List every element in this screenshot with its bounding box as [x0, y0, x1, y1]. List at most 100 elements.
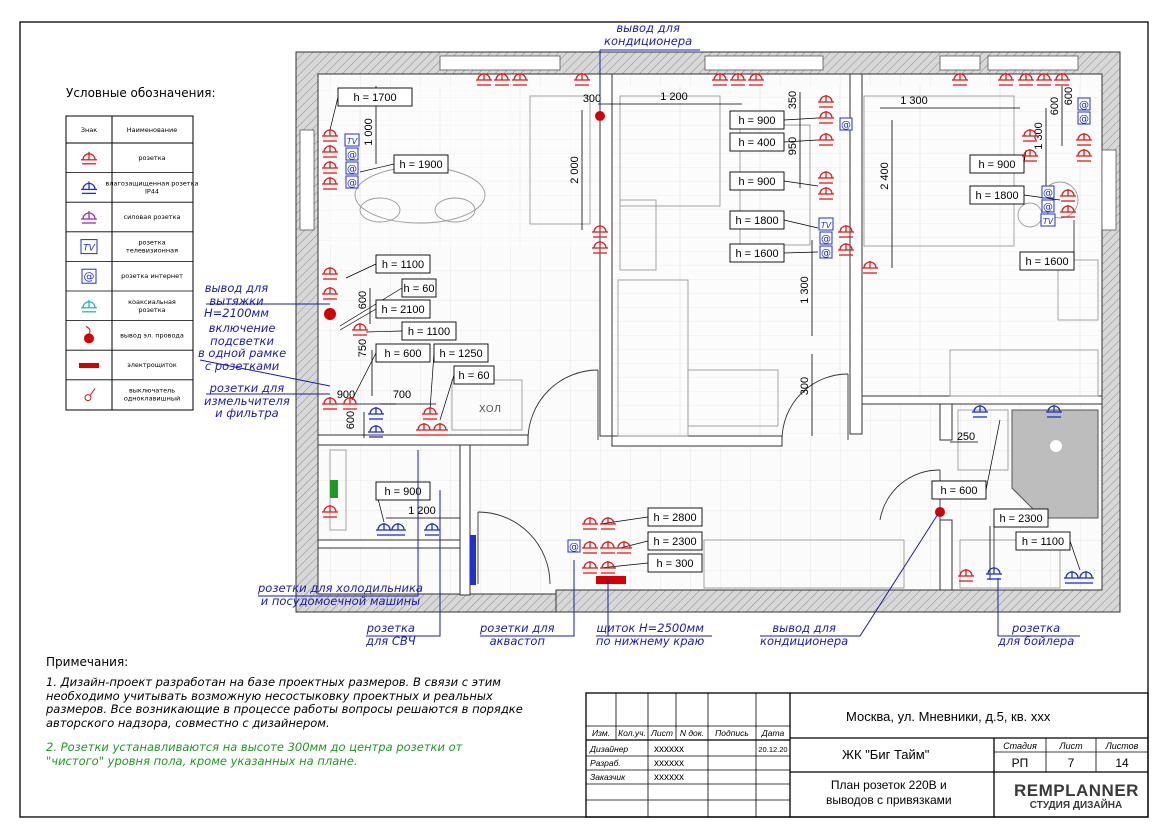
dimension-value: 950	[787, 137, 799, 155]
legend-item-name: электрощиток	[127, 361, 177, 369]
dimension-value: 600	[1049, 97, 1061, 115]
tb-date: 20.12.20	[758, 745, 787, 754]
tb-header: Подпись	[715, 728, 749, 738]
height-label: h = 600	[931, 480, 987, 500]
legend-item-name: вывод эл. провода	[120, 331, 184, 339]
height-label: h = 2800	[647, 507, 703, 527]
legend-item-name: розетка интернет	[121, 272, 183, 280]
callout-label: вывод для вытяжки H=2100мм	[204, 281, 269, 320]
tb-sheet-value: 7	[1068, 756, 1075, 770]
logo: REMPLANNER СТУДИЯ ДИЗАЙНА	[1014, 781, 1138, 811]
dimension-value: 350	[787, 91, 799, 109]
legend-col-sign: Знак	[81, 126, 97, 134]
electrical-panel-icon	[79, 363, 99, 368]
tb-header: Изм.	[592, 728, 610, 738]
svg-text:h = 1700: h = 1700	[353, 92, 396, 104]
floor-plan: ХОЛ h = 1700 h = 1900 h = 1100 h = 60 h = 21…	[199, 49, 1121, 637]
svg-text:h = 2800: h = 2800	[653, 512, 696, 524]
dimension-value: 1 300	[799, 276, 811, 304]
height-label: h = 1250	[433, 343, 489, 363]
height-label: h = 900	[729, 171, 785, 191]
svg-text:h = 1100: h = 1100	[382, 259, 424, 271]
height-label: h = 1100	[401, 321, 457, 341]
hood-outlet-icon	[324, 308, 336, 320]
svg-text:h = 1100: h = 1100	[408, 326, 450, 338]
logo-subtitle: СТУДИЯ ДИЗАЙНА	[1029, 800, 1123, 811]
title-block	[585, 692, 1149, 818]
dimension-value: 250	[957, 431, 975, 443]
height-label: h = 60	[453, 365, 495, 385]
svg-text:h = 1100: h = 1100	[1022, 536, 1064, 548]
height-label: h = 60	[401, 278, 437, 298]
callout-leaders	[199, 49, 1080, 637]
dimension-value: 1 200	[408, 505, 436, 517]
svg-text:h = 1800: h = 1800	[975, 190, 1018, 202]
height-label: h = 900	[969, 154, 1025, 174]
tb-header: Лист	[650, 728, 673, 738]
tb-name: хххххх	[654, 772, 684, 783]
svg-text:h = 1900: h = 1900	[399, 159, 442, 171]
dimension-value: 600	[357, 291, 369, 309]
tb-header: N док.	[680, 728, 704, 738]
legend-col-name: Наименование	[127, 126, 178, 134]
svg-text:h = 60: h = 60	[459, 370, 490, 382]
height-label: h = 1600	[729, 243, 785, 263]
tb-stage-value: РП	[1012, 756, 1029, 770]
callout-label: вывод для кондиционера	[604, 21, 693, 48]
svg-text:h = 600: h = 600	[384, 348, 421, 360]
coaxial-socket-icon	[81, 299, 97, 313]
tb-role: Дизайнер	[589, 744, 628, 754]
callout-label: розетки для измельчителя и фильтра	[204, 381, 290, 420]
tb-role: Разраб.	[590, 758, 621, 768]
svg-text:h = 300: h = 300	[656, 558, 693, 570]
dimension-value: 300	[799, 377, 811, 395]
svg-text:h = 1250: h = 1250	[439, 348, 482, 360]
ac-outlet-icon	[595, 111, 605, 121]
tb-sheets-value: 14	[1115, 756, 1129, 770]
notes-title: Примечания:	[46, 655, 129, 669]
height-label: h = 400	[729, 132, 785, 152]
dimension-value: 2 000	[569, 156, 581, 184]
tb-sheet-label: Лист	[1058, 741, 1083, 751]
room-label-hall: ХОЛ	[479, 404, 501, 415]
svg-text:h = 900: h = 900	[978, 159, 1015, 171]
note-1: 1. Дизайн-проект разработан на базе прое…	[46, 675, 523, 730]
svg-text:h = 2300: h = 2300	[999, 513, 1042, 525]
tb-sheets-label: Листов	[1105, 741, 1139, 751]
height-label: h = 1600	[1019, 251, 1075, 271]
height-label: h = 300	[647, 553, 703, 573]
svg-text:@: @	[84, 270, 95, 283]
socket-icon	[81, 151, 97, 165]
tb-header: Кол.уч.	[618, 728, 646, 738]
svg-text:h = 900: h = 900	[738, 176, 775, 188]
tb-name: хххххх	[654, 744, 684, 755]
callout-label: розетки для аквастоп	[480, 621, 555, 648]
dimension-value: 1 300	[900, 95, 928, 107]
dimension-value: 2 400	[879, 162, 891, 190]
svg-text:h = 1600: h = 1600	[1025, 256, 1068, 268]
switch-icon	[84, 388, 96, 402]
svg-text:h = 60: h = 60	[404, 283, 435, 295]
height-label: h = 1800	[729, 210, 785, 230]
height-label: h = 900	[729, 110, 785, 130]
callout-label: розетки для холодильника и посудомоечной…	[258, 581, 423, 608]
svg-text:h = 900: h = 900	[384, 486, 421, 498]
height-label: h = 900	[375, 481, 431, 501]
sheet-frame	[19, 21, 1149, 818]
callout-label: вывод для кондиционера	[760, 621, 849, 648]
tb-complex: ЖК "Биг Тайм"	[842, 747, 930, 762]
svg-text:h = 2100: h = 2100	[381, 304, 424, 316]
logo-text: REMPLANNER	[1014, 781, 1139, 800]
legend-title: Условные обозначения:	[66, 86, 216, 100]
height-label: h = 1800	[969, 185, 1025, 205]
legend-item-name: розетка	[138, 154, 165, 162]
callout-label: включение подсветки в одной рамке с розе…	[198, 321, 287, 373]
svg-text:h = 900: h = 900	[738, 115, 775, 127]
note-2: 2. Розетки устанавливаются на высоте 300…	[46, 740, 463, 768]
tb-sheet-title: План розеток 220В и выводов с привязками	[826, 778, 952, 807]
